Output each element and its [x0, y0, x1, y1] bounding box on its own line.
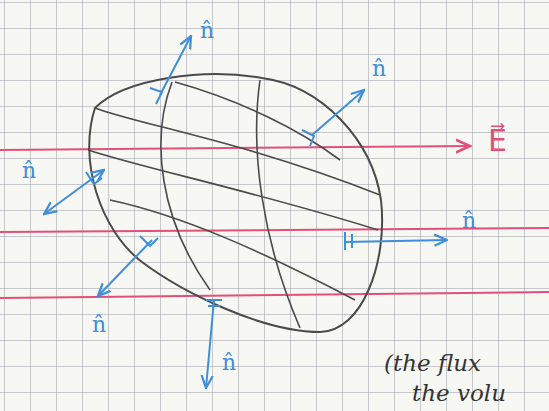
normal-label: n̂ — [200, 20, 214, 42]
closed-surface — [88, 74, 382, 332]
field-lines — [0, 146, 549, 298]
normal-label: n̂ — [222, 352, 236, 374]
handwritten-note: the volu — [412, 382, 506, 405]
normal-label: n̂ — [372, 58, 386, 80]
handwritten-note: (the flux — [384, 352, 481, 375]
normal-label: n̂ — [92, 314, 106, 336]
field-label: E⃗ — [488, 126, 507, 156]
normal-label: n̂ — [462, 210, 476, 232]
normal-label: n̂ — [22, 160, 36, 182]
normal-vectors — [44, 36, 447, 388]
